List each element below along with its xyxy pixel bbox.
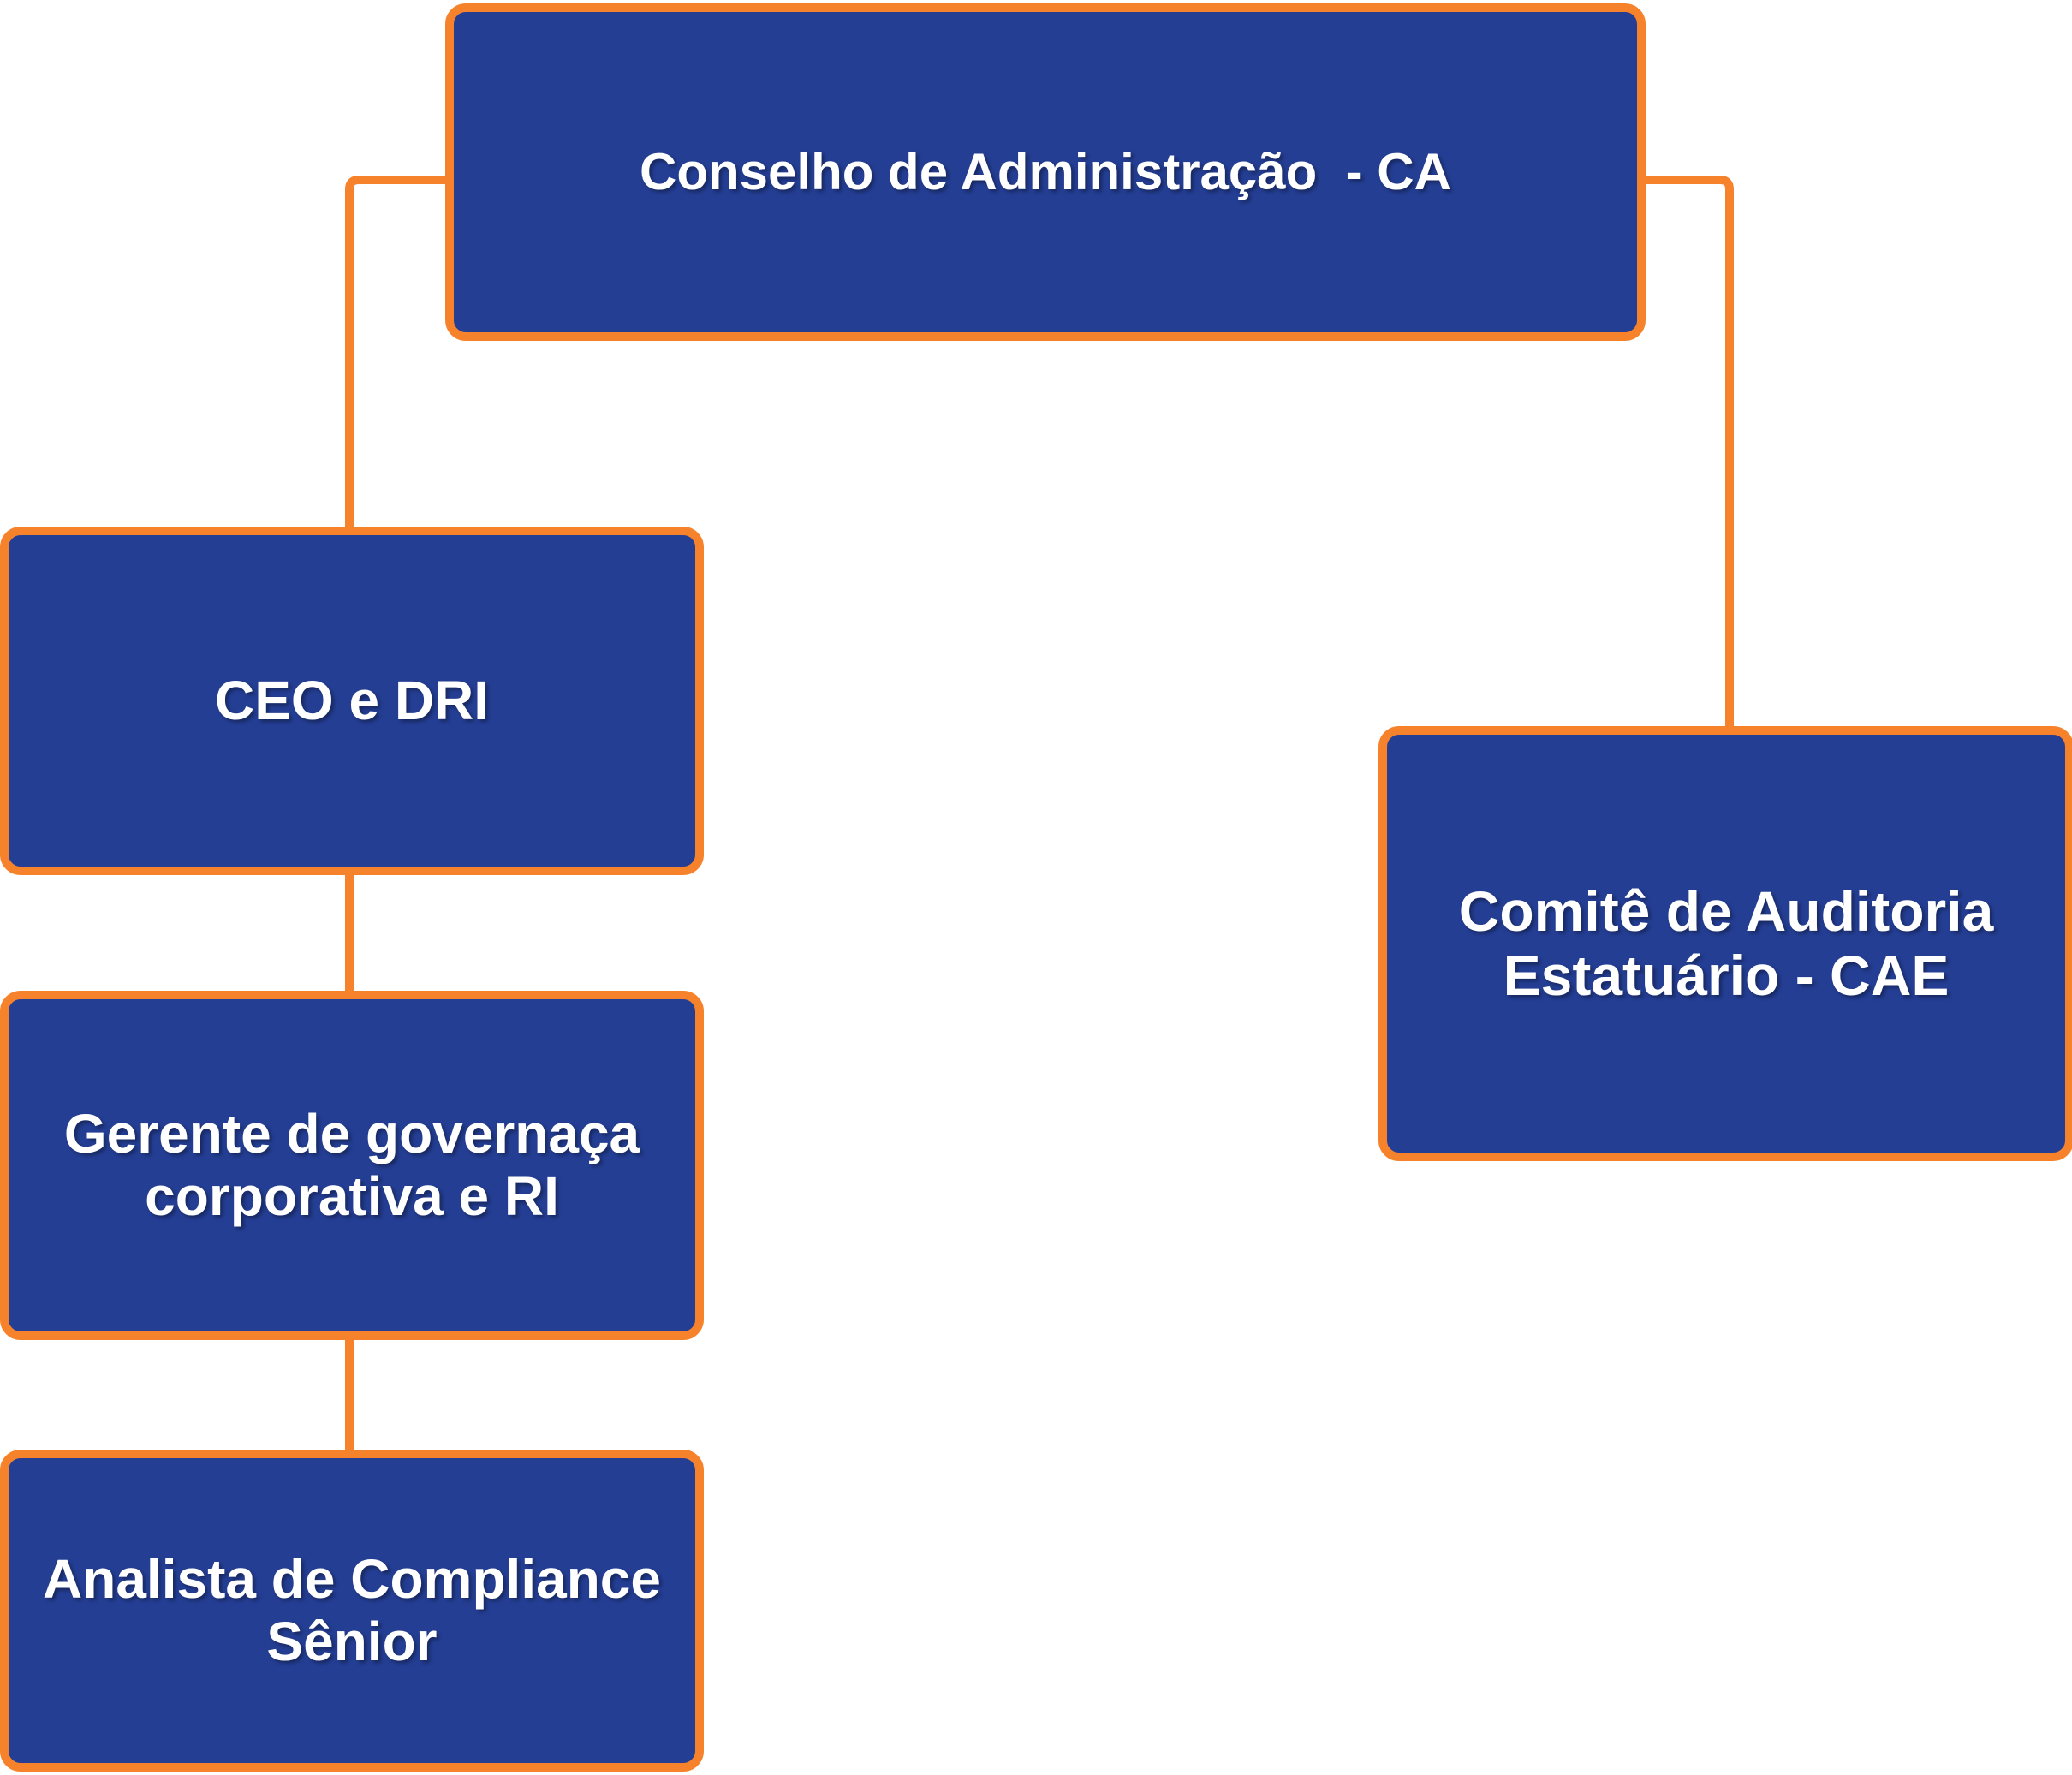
org-node-label-line-1: Gerente de governaça [63,1103,640,1165]
org-node-label: Conselho de Administração - CA [640,142,1451,200]
connector-ca-ceo [345,176,450,535]
org-node-label-line-2: Estatuário - CAE [1503,944,1950,1007]
org-node-label-line-2: Sênior [266,1611,438,1672]
connector-ca-cae [1640,176,1734,734]
org-node-label-line-1: Analista de Compliance [43,1548,661,1611]
org-node-label-line-2: corporativa e RI [145,1165,559,1227]
org-node-label-line-1: Comitê de Auditoria [1458,879,1994,943]
org-node-ceo-dri: CEO e DRI [0,527,704,875]
org-node-gerente-governanca-ri: Gerente de governaça corporativa e RI [0,991,704,1340]
org-node-label: CEO e DRI [214,670,490,732]
org-node-comite-auditoria-estatuario: Comitê de Auditoria Estatuário - CAE [1378,726,2072,1161]
org-node-conselho-administracao: Conselho de Administração - CA [445,3,1646,341]
org-node-analista-compliance-senior: Analista de Compliance Sênior [0,1450,704,1772]
